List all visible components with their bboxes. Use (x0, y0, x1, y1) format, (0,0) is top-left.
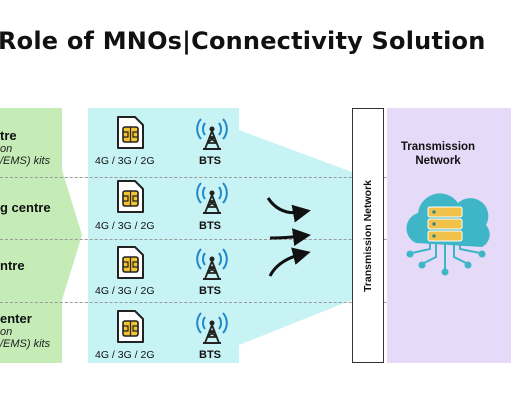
bts-label: BTS (199, 285, 221, 297)
bts-label: BTS (199, 349, 221, 361)
sim-card-icon (117, 246, 144, 279)
transmission-network-title: Transmission Network (400, 141, 476, 167)
curved-arrow-icon (268, 247, 311, 277)
bts-tower-icon (196, 118, 228, 150)
row-separator-2 (0, 239, 511, 240)
row-separator-1 (0, 177, 511, 178)
source-label-3: ntre (0, 258, 25, 273)
bts-label: BTS (199, 155, 221, 167)
bts-tower-icon (196, 248, 228, 280)
green-arrow-icon (62, 170, 82, 300)
curved-arrow-icon (269, 228, 311, 247)
source-label-4: enter (0, 311, 32, 326)
sim-card-icon (117, 310, 144, 343)
source-label-2: g centre (0, 200, 51, 215)
tech-label: 4G / 3G / 2G (95, 349, 155, 361)
bts-label: BTS (199, 220, 221, 232)
row-separator-3 (0, 302, 511, 303)
transmission-network-vertical-label: Transmission Network (352, 108, 384, 363)
source-label-1: tre (0, 128, 17, 143)
source-sub-4b: /EMS) kits (0, 338, 51, 350)
diagram-title: Role of MNOs|Connectivity Solution (0, 27, 486, 55)
tech-label: 4G / 3G / 2G (95, 155, 155, 167)
curved-arrow-icon (266, 197, 311, 223)
curved-arrows-icon (266, 197, 311, 277)
source-sub-1b: /EMS) kits (0, 155, 51, 167)
bts-tower-icon (196, 182, 228, 214)
tech-label: 4G / 3G / 2G (95, 220, 155, 232)
sim-card-icon (117, 116, 144, 149)
bts-panel (88, 108, 239, 363)
transmission-network-label: Transmission Network (362, 179, 375, 292)
cloud-server-icon (406, 193, 490, 276)
sim-card-icon (117, 180, 144, 213)
source-sub-4a: on (0, 326, 13, 338)
bts-tower-icon (196, 312, 228, 344)
source-sub-1a: on (0, 143, 13, 155)
transmission-network-box (352, 108, 384, 363)
tech-label: 4G / 3G / 2G (95, 285, 155, 297)
source-panel: tre on /EMS) kits g centre ntre enter on… (0, 108, 62, 363)
